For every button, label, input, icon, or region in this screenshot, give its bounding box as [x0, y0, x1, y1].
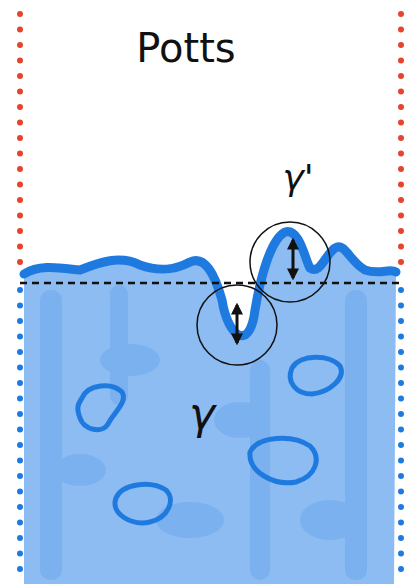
mean-interface: [20, 282, 400, 285]
surface-tension-symbol: γ': [282, 160, 313, 196]
droplets: [78, 357, 341, 523]
fluctuation-circles: [197, 222, 330, 365]
ordered-region: [24, 232, 396, 584]
phase-title: Potts: [136, 28, 235, 68]
height-arrows: [237, 240, 293, 343]
surface-tension-symbol: γ: [189, 392, 215, 436]
texture: [40, 285, 367, 580]
interface-line: [24, 232, 396, 336]
